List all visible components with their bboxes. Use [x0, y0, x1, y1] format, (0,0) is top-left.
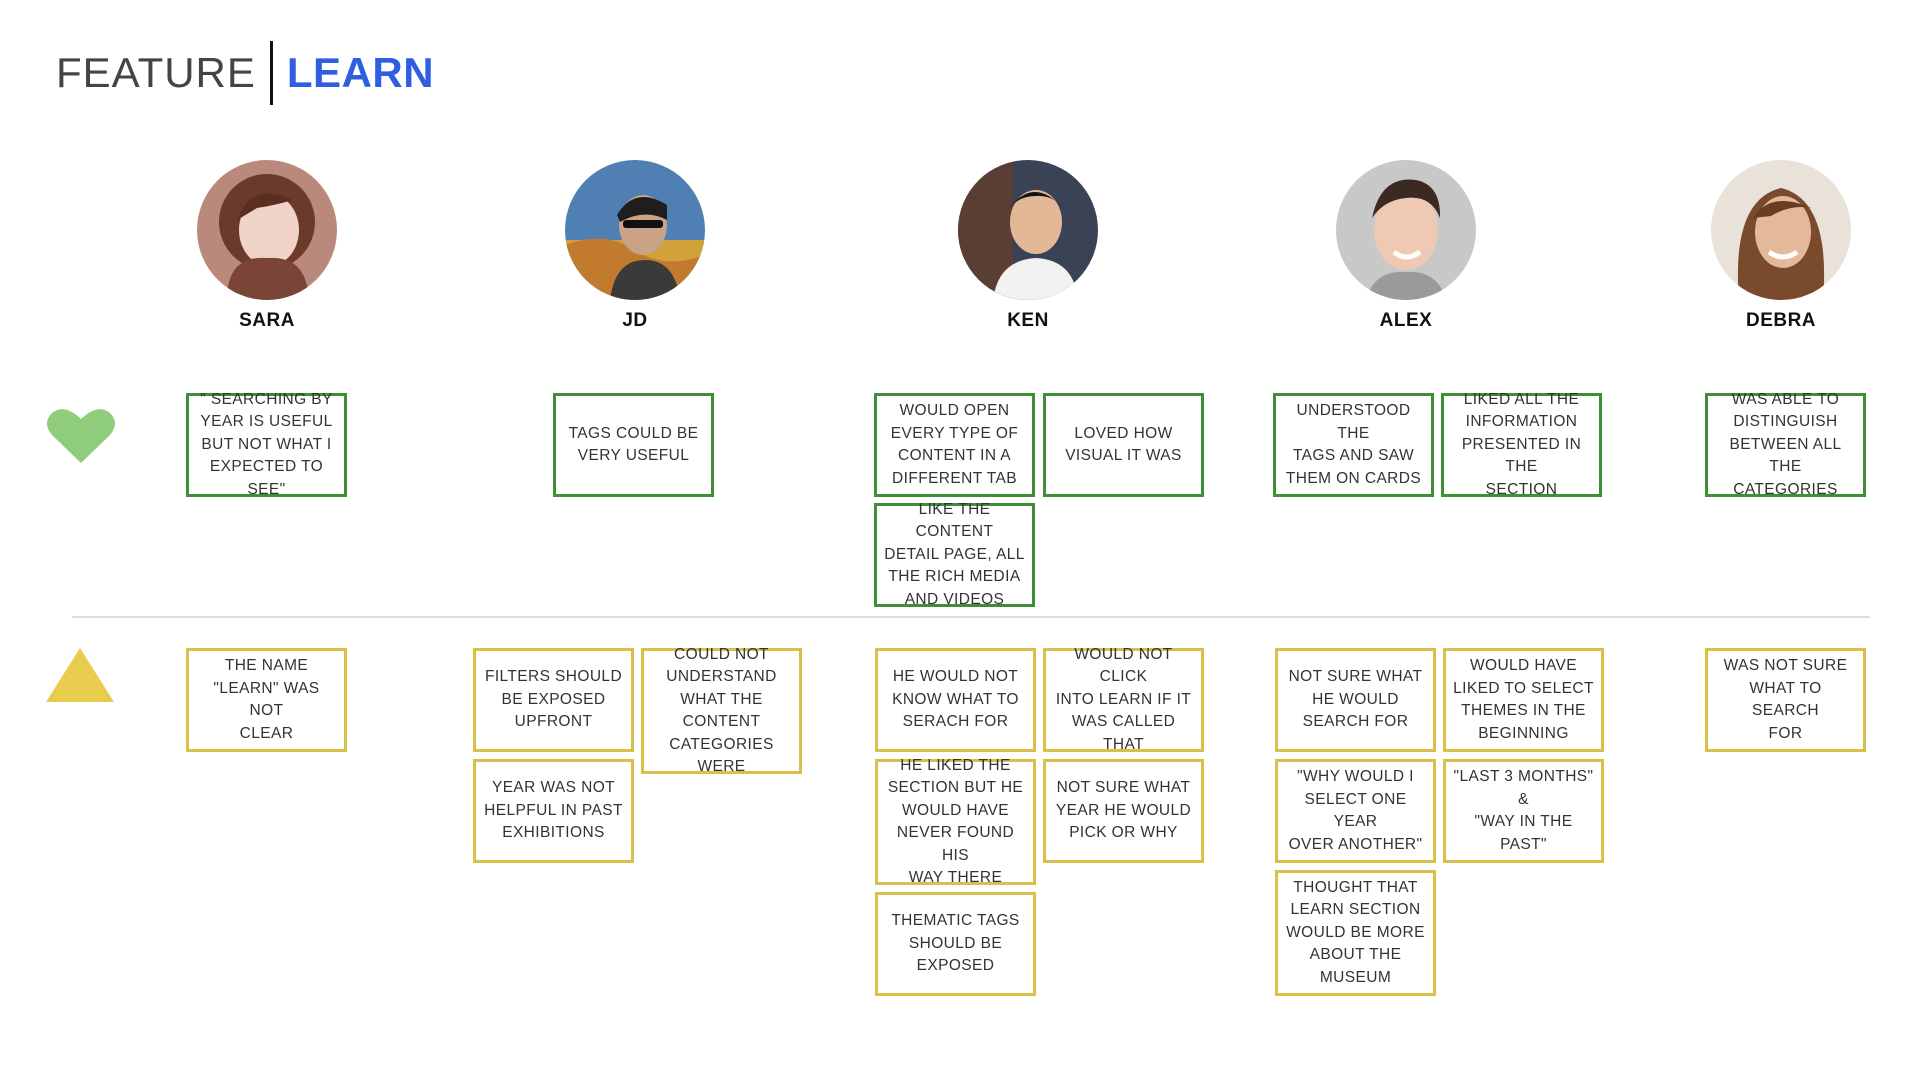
positive-note: LIKE THE CONTENT DETAIL PAGE, ALL THE RI…	[874, 501, 1035, 608]
avatar	[1711, 160, 1851, 300]
title-divider	[269, 41, 273, 105]
page-title: FEATURE LEARN	[56, 40, 434, 106]
heart-icon	[47, 409, 115, 463]
persona-jd: JD	[545, 160, 725, 332]
negative-note: THE NAME "LEARN" WAS NOT CLEAR	[186, 648, 347, 752]
negative-note: COULD NOT UNDERSTAND WHAT THE CONTENT CA…	[641, 646, 802, 775]
negative-note: HE LIKED THE SECTION BUT HE WOULD HAVE N…	[875, 757, 1036, 886]
negative-note: "WHY WOULD I SELECT ONE YEAR OVER ANOTHE…	[1275, 759, 1436, 863]
negative-note: "LAST 3 MONTHS" & "WAY IN THE PAST"	[1443, 759, 1604, 863]
avatar	[565, 160, 705, 300]
persona-sara: SARA	[177, 160, 357, 332]
negative-note: WAS NOT SURE WHAT TO SEARCH FOR	[1705, 648, 1866, 752]
positive-note: TAGS COULD BE VERY USEFUL	[553, 393, 714, 497]
triangle-icon	[46, 648, 114, 702]
avatar	[958, 160, 1098, 300]
negative-note: WOULD HAVE LIKED TO SELECT THEMES IN THE…	[1443, 648, 1604, 752]
avatar	[1336, 160, 1476, 300]
section-divider	[72, 616, 1870, 618]
persona-name: DEBRA	[1745, 310, 1817, 331]
feature-label: FEATURE	[56, 49, 256, 96]
positive-note: LOVED HOW VISUAL IT WAS	[1043, 393, 1204, 497]
negative-note: NOT SURE WHAT HE WOULD SEARCH FOR	[1275, 648, 1436, 752]
persona-name: JD	[622, 310, 648, 331]
negative-note: HE WOULD NOT KNOW WHAT TO SERACH FOR	[875, 648, 1036, 752]
persona-alex: ALEX	[1316, 160, 1496, 332]
avatar	[197, 160, 337, 300]
positive-note: WOULD OPEN EVERY TYPE OF CONTENT IN A DI…	[874, 393, 1035, 497]
persona-name: ALEX	[1379, 310, 1433, 331]
positive-note: LIKED ALL THE INFORMATION PRESENTED IN T…	[1441, 391, 1602, 498]
section-label: LEARN	[286, 49, 435, 96]
negative-note: FILTERS SHOULD BE EXPOSED UPFRONT	[473, 648, 634, 752]
positive-note: " SEARCHING BY YEAR IS USEFUL BUT NOT WH…	[186, 391, 347, 498]
negative-note: YEAR WAS NOT HELPFUL IN PAST EXHIBITIONS	[473, 759, 634, 863]
persona-ken: KEN	[938, 160, 1118, 332]
persona-debra: DEBRA	[1691, 160, 1871, 332]
negative-note: WOULD NOT CLICK INTO LEARN IF IT WAS CAL…	[1043, 646, 1204, 753]
negative-note: NOT SURE WHAT YEAR HE WOULD PICK OR WHY	[1043, 759, 1204, 863]
positive-note: WAS ABLE TO DISTINGUISH BETWEEN ALL THE …	[1705, 391, 1866, 498]
persona-name: KEN	[1007, 310, 1049, 331]
negative-note: THOUGHT THAT LEARN SECTION WOULD BE MORE…	[1275, 870, 1436, 996]
negative-note: THEMATIC TAGS SHOULD BE EXPOSED	[875, 892, 1036, 996]
persona-name: SARA	[239, 310, 295, 331]
positive-note: UNDERSTOOD THE TAGS AND SAW THEM ON CARD…	[1273, 393, 1434, 497]
